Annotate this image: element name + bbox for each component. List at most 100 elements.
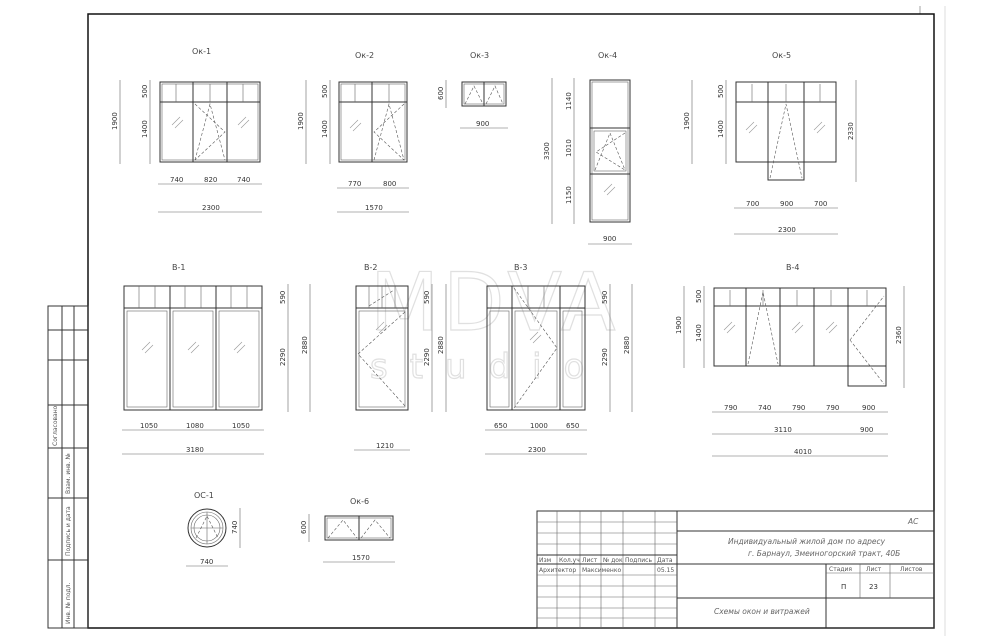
dim-v1-w1: 1050	[140, 422, 158, 430]
tb-sheet-label: Лист	[866, 566, 882, 573]
dim-v1-hall: 2880	[301, 336, 309, 354]
dim-ok2-w2: 800	[383, 180, 396, 188]
dim-v2-w: 1210	[376, 442, 394, 450]
window-ok4: Ок-4 900 1140 1010 1150 3300	[543, 51, 632, 245]
dim-v1-w3: 1050	[232, 422, 250, 430]
dim-v2-htop: 590	[423, 291, 431, 304]
tb-project-line1: Индивидуальный жилой дом по адресу	[728, 537, 886, 546]
dim-v1-hbot: 2290	[279, 348, 287, 366]
tb-stage: П	[841, 583, 846, 591]
stamp-agreed: Согласовано	[52, 405, 59, 446]
dim-v4-htop: 500	[695, 290, 703, 303]
label-ok1: Ок-1	[192, 47, 211, 56]
dim-oc1-h: 740	[231, 521, 239, 534]
tb-stage-label: Стадия	[829, 566, 852, 573]
dim-v3-htop: 590	[601, 291, 609, 304]
dim-ok5-hright: 2330	[847, 122, 855, 140]
label-ok3: Ок-3	[470, 51, 489, 60]
watermark-sub: studio	[370, 347, 606, 387]
dim-v4-w4: 790	[826, 404, 839, 412]
dim-ok5-hall: 1900	[683, 112, 691, 130]
window-oc1: ОС-1 740 740	[186, 491, 241, 567]
dim-ok1-w2: 820	[204, 176, 217, 184]
vitrage-v1: В-1 1050 1080 1050 3180 590 2290 2880	[122, 263, 311, 455]
tb-sheet-title: Схемы окон и витражей	[714, 607, 810, 616]
dim-v4-w1: 790	[724, 404, 737, 412]
watermark-main: MDVA	[370, 256, 620, 349]
tb-col-date: Дата	[657, 557, 673, 564]
tb-col-sign: Подпись	[625, 557, 652, 564]
dim-v1-w2: 1080	[186, 422, 204, 430]
tb-col-izm: Изм	[539, 557, 551, 564]
title-block: Изм Кол.уч Лист № док Подпись Дата Архит…	[536, 510, 935, 629]
window-ok6: Ок-6 1570 600	[300, 497, 395, 563]
label-ok2: Ок-2	[355, 51, 374, 60]
dim-v4-hbot: 1400	[695, 324, 703, 342]
dim-v4-hall: 1900	[675, 316, 683, 334]
dim-ok2-w1: 770	[348, 180, 361, 188]
tb-sheets-label: Листов	[900, 566, 923, 573]
tb-date: 05.15	[657, 567, 674, 574]
tb-col-doc: № док	[603, 557, 623, 564]
dim-ok6-h: 600	[300, 521, 308, 534]
dim-ok4-hmid: 1010	[565, 139, 573, 157]
label-oc1: ОС-1	[194, 491, 214, 500]
dim-ok1-htop: 500	[141, 85, 149, 98]
dim-ok2-hall: 1900	[297, 112, 305, 130]
label-ok5: Ок-5	[772, 51, 791, 60]
tb-project-line2: г. Барнаул, Змеиногорский тракт, 40Б	[748, 549, 900, 558]
dim-v1-total: 3180	[186, 446, 204, 454]
label-v2: В-2	[364, 263, 377, 272]
dim-ok4-w: 900	[603, 235, 616, 243]
window-ok3: Ок-3 900 600	[437, 51, 508, 129]
label-ok4: Ок-4	[598, 51, 617, 60]
dim-ok1-hall: 1900	[111, 112, 119, 130]
dim-ok5-hbot: 1400	[717, 120, 725, 138]
dim-ok1-total: 2300	[202, 204, 220, 212]
window-ok1: Ок-1 740 820 740 2300 500 1400 1900	[111, 47, 262, 213]
window-ok5: Ок-5 700 900 700 2300 500 1400 1900 2330	[683, 51, 857, 235]
dim-ok1-w1: 740	[170, 176, 183, 184]
dim-v3-w1: 650	[494, 422, 507, 430]
dim-v3-w2: 1000	[530, 422, 548, 430]
dim-ok3-w: 900	[476, 120, 489, 128]
dim-v4-total: 4010	[794, 448, 812, 456]
dim-ok2-htop: 500	[321, 85, 329, 98]
dim-ok5-w3: 700	[814, 200, 827, 208]
tb-name: Максименко	[582, 567, 621, 574]
dim-ok5-total: 2300	[778, 226, 796, 234]
dim-oc1-w: 740	[200, 558, 213, 566]
label-ok6: Ок-6	[350, 497, 369, 506]
dim-ok5-htop: 500	[717, 85, 725, 98]
dim-v4-subtotal: 3110	[774, 426, 792, 434]
dim-ok2-hbot: 1400	[321, 120, 329, 138]
dim-v2-hbot: 2290	[423, 348, 431, 366]
tb-col-list: Лист	[582, 557, 598, 564]
stamp-inv-orig: Инв. № подл.	[65, 583, 72, 624]
dim-v4-w5: 900	[862, 404, 875, 412]
dim-ok4-htop: 1140	[565, 92, 573, 110]
vitrage-v3: В-3 650 1000 650 2300 590 2290 2880	[485, 263, 633, 455]
side-stamp: Согласовано Взам. инв. № Подпись и дата …	[47, 305, 89, 629]
dim-v3-w3: 650	[566, 422, 579, 430]
dim-v3-hall: 2880	[623, 336, 631, 354]
dim-v2-hall: 2880	[437, 336, 445, 354]
label-v3: В-3	[514, 263, 527, 272]
dim-ok1-hbot: 1400	[141, 120, 149, 138]
dim-v1-htop: 590	[279, 291, 287, 304]
dim-ok4-hall: 3300	[543, 142, 551, 160]
stamp-inv-replace: Взам. инв. №	[65, 453, 72, 494]
label-v4: В-4	[786, 263, 799, 272]
tb-role: Архитектор	[539, 567, 576, 574]
label-v1: В-1	[172, 263, 185, 272]
dim-v4-w2: 740	[758, 404, 771, 412]
dim-v3-total: 2300	[528, 446, 546, 454]
dim-v4-subright: 900	[860, 426, 873, 434]
stamp-sign-date: Подпись и дата	[65, 506, 72, 556]
dim-ok4-hbot: 1150	[565, 186, 573, 204]
tb-code: АС	[907, 517, 919, 526]
dim-ok6-w: 1570	[352, 554, 370, 562]
dim-v4-w3: 790	[792, 404, 805, 412]
